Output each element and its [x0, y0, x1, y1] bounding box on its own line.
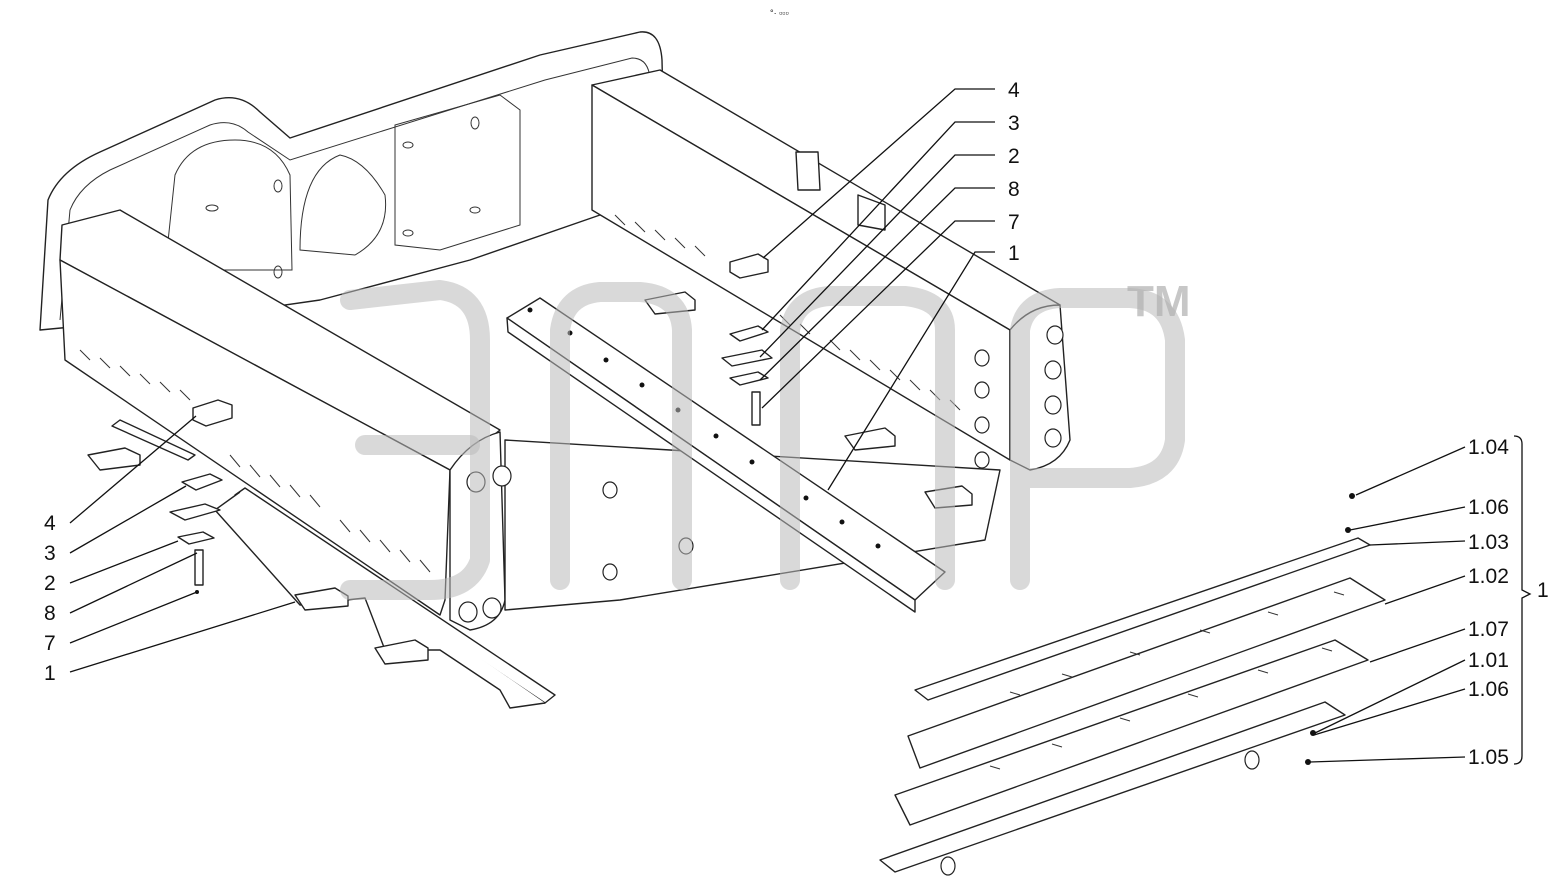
callout-center-7: 7 [1008, 211, 1020, 234]
callout-1-04: 1.04 [1468, 436, 1509, 459]
callouts-center: 4 3 2 8 7 1 [1008, 79, 1020, 265]
callout-left-8: 8 [44, 602, 56, 625]
callout-left-3: 3 [44, 542, 56, 565]
callout-1-01: 1.01 [1468, 649, 1509, 672]
callout-left-4: 4 [44, 512, 56, 535]
watermark: TM [340, 277, 1191, 600]
callout-left-2: 2 [44, 572, 56, 595]
callout-center-2: 2 [1008, 145, 1020, 168]
assembly-1 [879, 493, 1386, 876]
watermark-tm: TM [1127, 277, 1191, 326]
callouts-assembly: 1.04 1.06 1.03 1.02 1.07 1.01 1.06 1.05 … [1468, 436, 1549, 769]
callout-center-4: 4 [1008, 79, 1020, 102]
callout-1-05: 1.05 [1468, 746, 1509, 769]
header-mark: °· ▫▫▫ [770, 8, 789, 18]
callout-1-07: 1.07 [1468, 618, 1509, 641]
callout-1-03: 1.03 [1468, 531, 1509, 554]
callout-1-02: 1.02 [1468, 565, 1509, 588]
callout-1-06-bottom: 1.06 [1468, 678, 1509, 701]
callout-1-06-top: 1.06 [1468, 496, 1509, 519]
callout-left-1: 1 [44, 662, 56, 685]
callout-center-8: 8 [1008, 178, 1020, 201]
callout-center-3: 3 [1008, 112, 1020, 135]
callouts-left: 4 3 2 8 7 1 [44, 512, 56, 685]
callout-center-1: 1 [1008, 242, 1020, 265]
assembly-label: 1 [1537, 579, 1549, 602]
callout-left-7: 7 [44, 632, 56, 655]
leader-lines [69, 88, 1532, 765]
